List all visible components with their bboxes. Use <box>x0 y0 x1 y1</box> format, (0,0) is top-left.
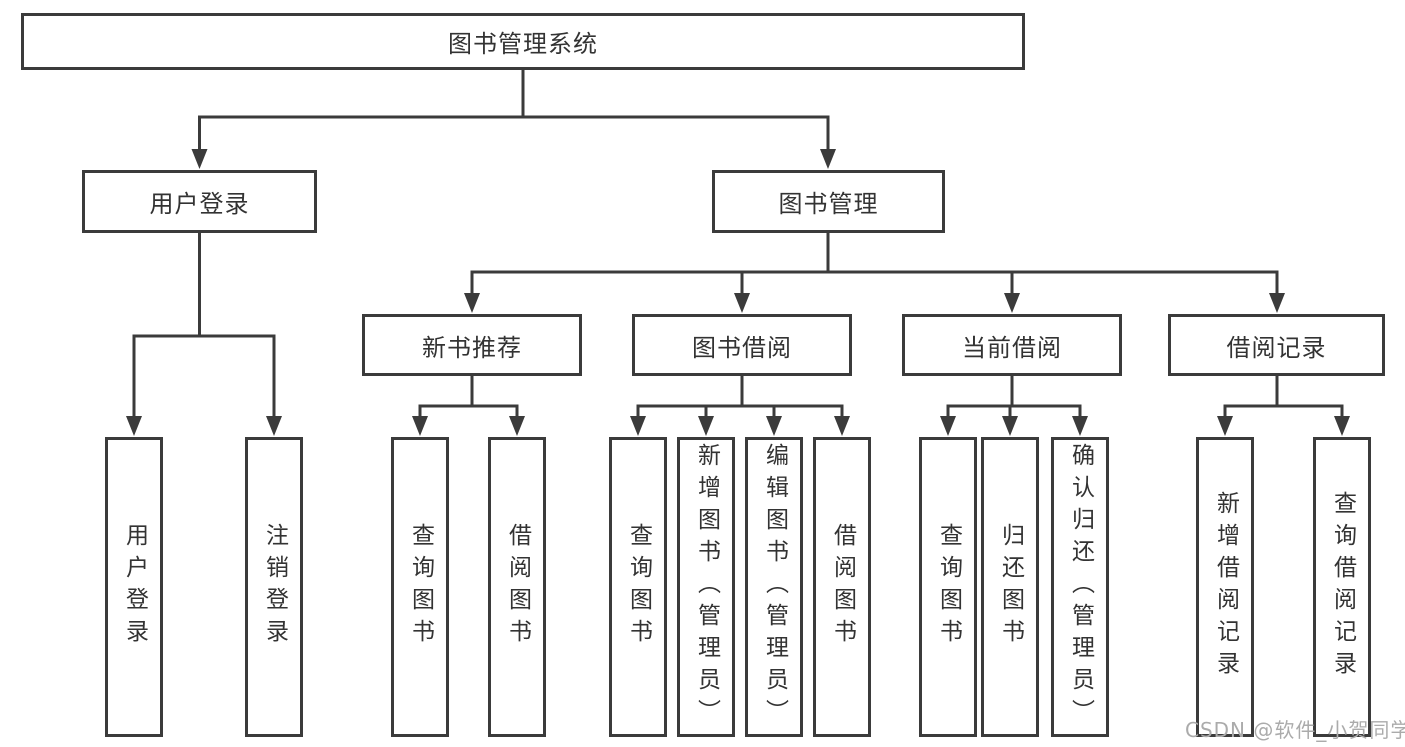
leaf-borrow-books: 借阅图书 <box>813 437 871 737</box>
leaf-borrow-query-books-label: 查询图书 <box>625 523 652 651</box>
leaf-user-login: 用户登录 <box>105 437 163 737</box>
node-book-mgmt-label: 图书管理 <box>778 190 879 218</box>
leaf-user-login-label: 用户登录 <box>121 523 148 651</box>
leaf-confirm-return-admin: 确认归还（管理员） <box>1051 437 1109 737</box>
leaf-query-borrow-record-label: 查询借阅记录 <box>1329 491 1356 683</box>
leaf-logout: 注销登录 <box>245 437 303 737</box>
leaf-add-books-admin: 新增图书（管理员） <box>677 437 735 737</box>
leaf-edit-books-admin-label: 编辑图书（管理员） <box>761 443 788 731</box>
node-book-mgmt: 图书管理 <box>712 170 945 233</box>
leaf-add-books-admin-label: 新增图书（管理员） <box>693 443 720 731</box>
leaf-return-books: 归还图书 <box>981 437 1039 737</box>
node-current-borrow-label: 当前借阅 <box>962 333 1062 362</box>
leaf-query-borrow-record: 查询借阅记录 <box>1313 437 1371 737</box>
leaf-rec-borrow-books: 借阅图书 <box>488 437 546 737</box>
node-root: 图书管理系统 <box>21 13 1025 70</box>
node-book-borrow: 图书借阅 <box>632 314 852 376</box>
leaf-rec-query-books: 查询图书 <box>391 437 449 737</box>
connector-arrowheads <box>126 149 1350 436</box>
node-book-borrow-label: 图书借阅 <box>692 333 792 362</box>
leaf-confirm-return-admin-label: 确认归还（管理员） <box>1067 443 1094 731</box>
leaf-add-borrow-record: 新增借阅记录 <box>1196 437 1254 737</box>
watermark: CSDN @软件_小贺同学 <box>1185 718 1405 742</box>
node-current-borrow: 当前借阅 <box>902 314 1122 376</box>
leaf-borrow-books-label: 借阅图书 <box>829 523 856 651</box>
leaf-edit-books-admin: 编辑图书（管理员） <box>745 437 803 737</box>
leaf-logout-label: 注销登录 <box>261 523 288 651</box>
node-user-login: 用户登录 <box>82 170 317 233</box>
leaf-current-query-books-label: 查询图书 <box>935 523 962 651</box>
node-user-login-label: 用户登录 <box>149 190 250 218</box>
leaf-rec-query-books-label: 查询图书 <box>407 523 434 651</box>
leaf-current-query-books: 查询图书 <box>919 437 977 737</box>
leaf-add-borrow-record-label: 新增借阅记录 <box>1212 491 1239 683</box>
leaf-rec-borrow-books-label: 借阅图书 <box>504 523 531 651</box>
leaf-return-books-label: 归还图书 <box>997 523 1024 651</box>
node-borrow-records-label: 借阅记录 <box>1226 333 1327 362</box>
node-root-label: 图书管理系统 <box>448 30 598 58</box>
node-new-book-rec: 新书推荐 <box>362 314 582 376</box>
leaf-borrow-query-books: 查询图书 <box>609 437 667 737</box>
node-new-book-rec-label: 新书推荐 <box>422 333 522 362</box>
connector-lines <box>132 70 1344 418</box>
node-borrow-records: 借阅记录 <box>1168 314 1385 376</box>
